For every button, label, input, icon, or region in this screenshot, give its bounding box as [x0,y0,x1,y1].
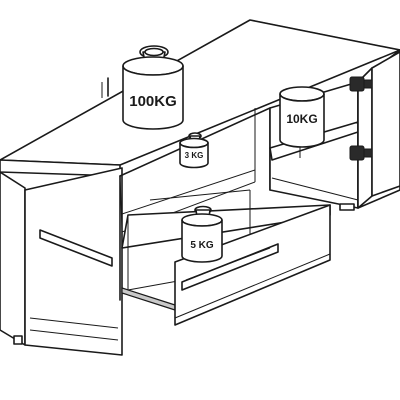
weight-label-3kg: 3 KG [185,151,204,160]
lower-hinge [349,145,373,161]
weight-label-10kg: 10KG [286,112,317,126]
weight-label-5kg: 5 KG [190,240,214,251]
foot-left [13,335,23,345]
right-door-open [371,51,400,197]
drawer-front [174,204,331,326]
drawer [121,189,331,326]
weight-3kg: 3 KG [179,132,209,169]
weight-5kg: 5 KG [181,205,223,263]
drawer-slide [121,287,176,311]
left-door [24,167,123,356]
left-side-panel [0,171,26,346]
upper-hinge [349,76,373,92]
weight-10kg: 10KG [279,86,325,148]
weight-100kg: 100KG [122,45,184,130]
foot-right [339,203,355,211]
weight-label-100kg: 100KG [129,93,177,110]
left-door-handle [39,229,113,267]
